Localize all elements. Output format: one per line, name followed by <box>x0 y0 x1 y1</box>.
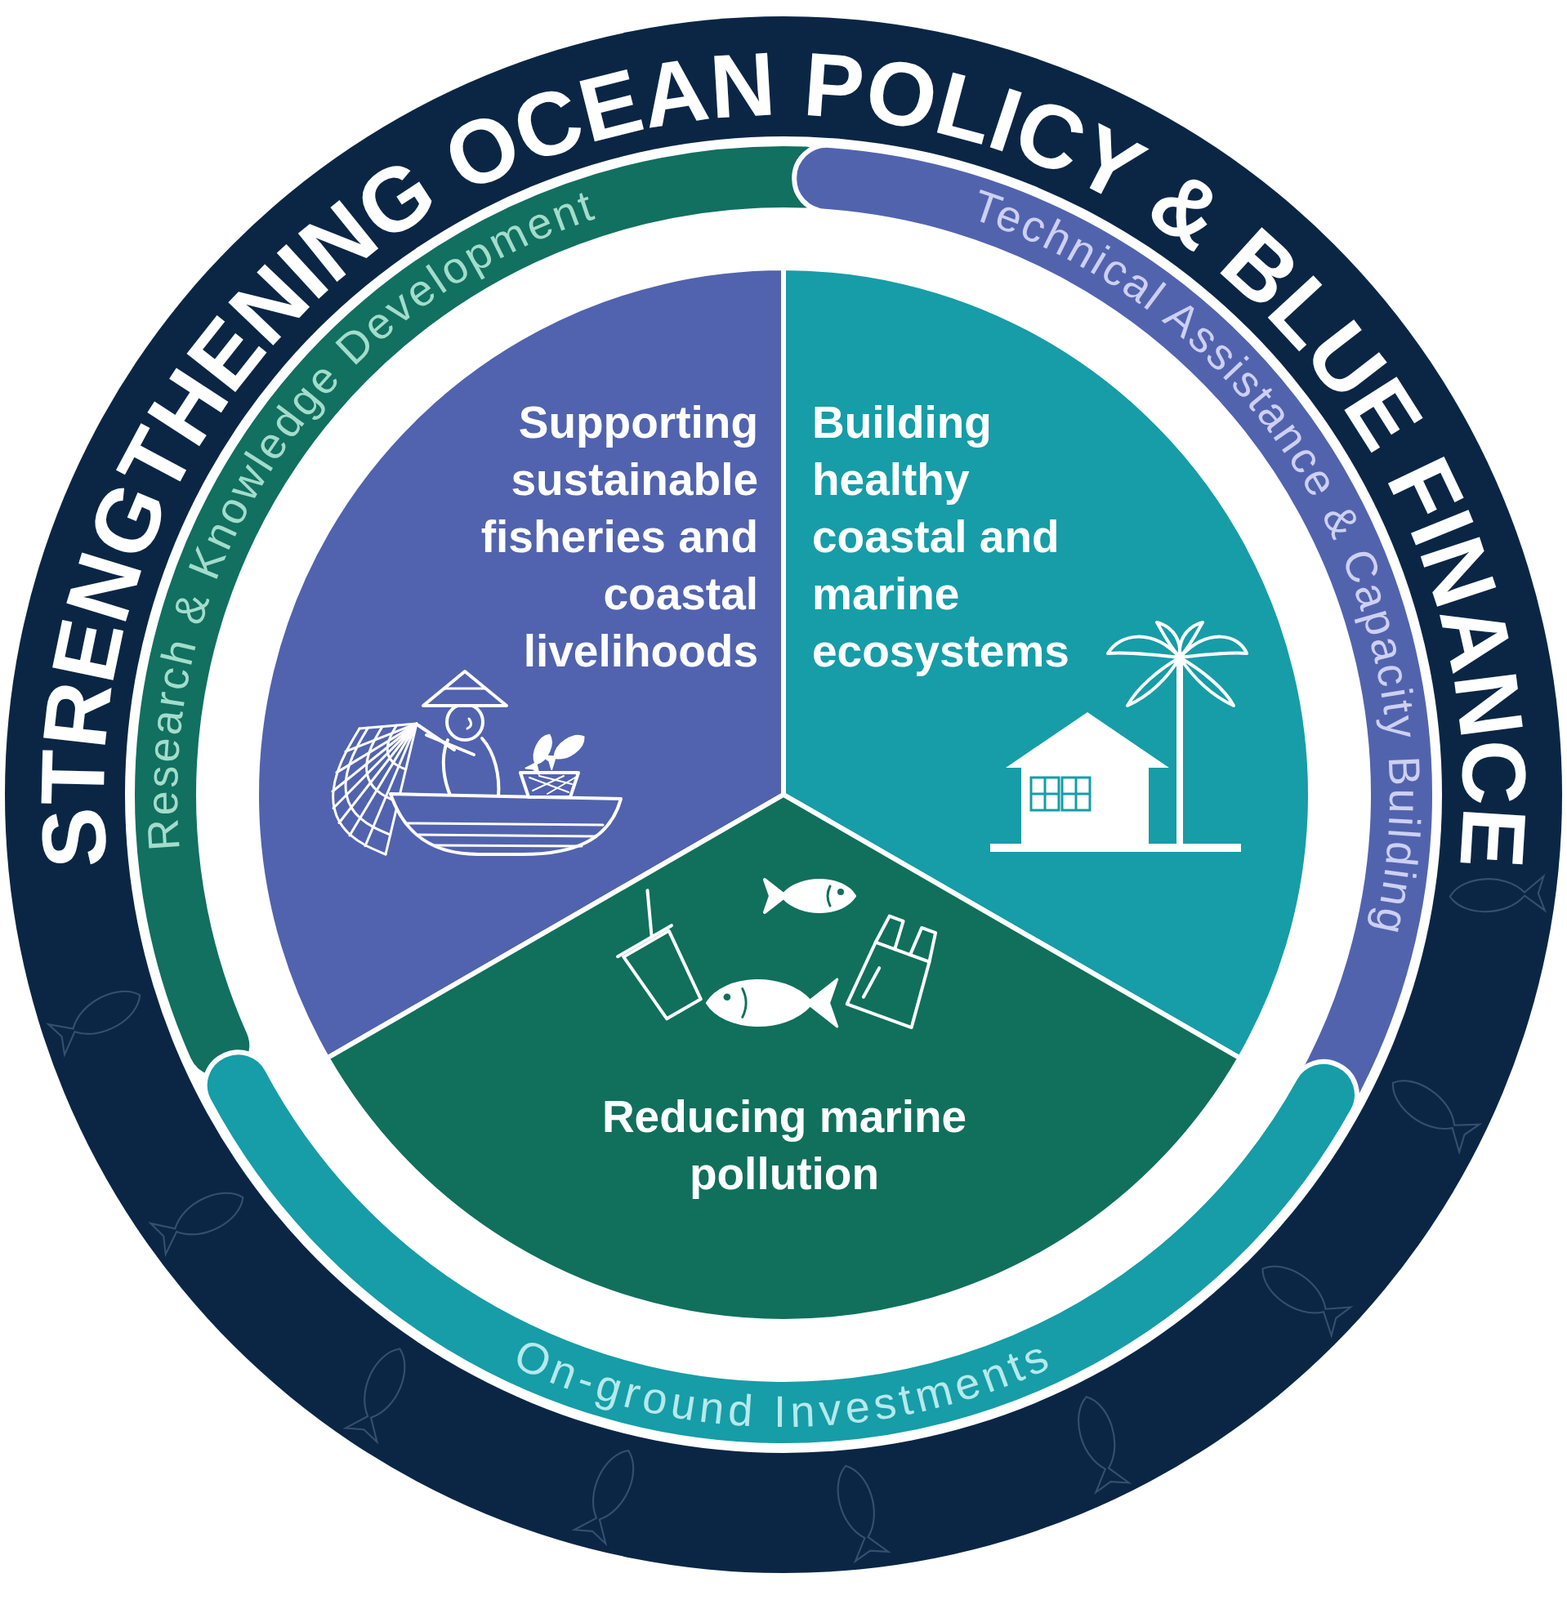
basket-fish <box>542 730 590 770</box>
fish-basket <box>520 772 579 798</box>
palm-fronds <box>1107 622 1247 706</box>
band-fill <box>205 1052 1358 1447</box>
house-palm-icon <box>990 622 1247 853</box>
window-bars <box>1031 777 1090 811</box>
bag-handles <box>875 915 940 963</box>
band-guide <box>177 214 607 858</box>
band-guide <box>960 214 1390 942</box>
fish-gill <box>742 989 746 1018</box>
sector-fill <box>783 267 1311 1059</box>
palm-leaf <box>1127 657 1180 706</box>
band-fill <box>794 145 1435 1128</box>
palm-leaf <box>1179 657 1234 706</box>
palm-leaf <box>1156 622 1180 658</box>
sector-label-box: Supporting sustainable fisheries and coa… <box>431 393 759 680</box>
sector-fill <box>326 794 1240 1322</box>
ring-fish <box>829 1461 889 1563</box>
fish-gill <box>827 886 831 907</box>
house-wall <box>1021 766 1149 848</box>
bag-body <box>847 940 935 1028</box>
fisher-head <box>446 704 483 741</box>
fish-icon <box>764 879 855 913</box>
palm-leaf <box>1179 637 1247 658</box>
palm-leaf <box>1107 637 1180 658</box>
ring-fish <box>48 980 148 1055</box>
sector-label-box: Reducing marine pollution <box>580 1088 989 1203</box>
bag-fold <box>863 966 880 1000</box>
ring-fish <box>574 1444 644 1545</box>
hat-line <box>445 687 485 691</box>
fisher-hat <box>423 671 507 706</box>
sector-label: Reducing marine pollution <box>580 1088 989 1203</box>
band-guide <box>506 1363 1062 1428</box>
net-line <box>333 728 386 855</box>
band-label: Research & Knowledge Development <box>137 179 602 853</box>
fisher-face <box>467 718 472 729</box>
band-label-text: Research & Knowledge Development <box>137 179 602 853</box>
fish-body <box>764 879 855 913</box>
fish-body <box>706 979 838 1027</box>
palm-leaf <box>1179 622 1203 658</box>
ring-fish <box>1449 876 1545 915</box>
fish-body <box>542 730 590 770</box>
fish-icon <box>706 979 838 1027</box>
house-windows <box>1031 777 1090 811</box>
ring-fish <box>1253 1254 1351 1336</box>
palm-trunk <box>1176 660 1184 847</box>
boat-stripe <box>434 845 582 847</box>
cup-lid <box>617 925 672 957</box>
pollution-icon <box>596 879 945 1028</box>
ring-fish <box>1070 1392 1130 1493</box>
ring-fish <box>345 1342 416 1443</box>
fisher-front <box>482 738 499 798</box>
fish-eye <box>837 888 844 896</box>
net-line <box>387 725 407 770</box>
fisherman-icon <box>332 671 621 855</box>
cup-straw <box>630 890 670 938</box>
net-line <box>345 727 391 835</box>
band-label: Technical Assistance & Capacity Building <box>966 179 1430 941</box>
net-line <box>366 727 399 803</box>
ring-fish <box>150 1182 251 1255</box>
boat-stripe <box>406 823 603 826</box>
fishing-net <box>332 723 417 855</box>
band-label-text: Technical Assistance & Capacity Building <box>966 179 1430 941</box>
band-label: On-ground Investments <box>507 1329 1059 1437</box>
sector-fill <box>256 267 784 1059</box>
inner-ground <box>125 136 1442 1454</box>
bag-icon <box>847 912 946 1028</box>
band-label-text: On-ground Investments <box>507 1329 1059 1437</box>
sector-label-box: Building healthy coastal and marine ecos… <box>812 393 1107 680</box>
ring-title: STRENGTHENING OCEAN POLICY & BLUE FINANC… <box>21 32 1545 871</box>
band-fill <box>132 143 838 1080</box>
sector-label: Building healthy coastal and marine ecos… <box>812 393 1107 680</box>
cup-icon <box>596 888 711 1025</box>
ring-title-path: STRENGTHENING OCEAN POLICY & BLUE FINANC… <box>21 32 1545 871</box>
sector-label: Supporting sustainable fisheries and coa… <box>431 393 759 680</box>
outer-ring <box>4 16 1563 1574</box>
ring-fish <box>1383 1069 1480 1153</box>
basket-weave <box>529 776 576 795</box>
house-roof <box>1005 712 1170 768</box>
boat-stripe <box>418 834 595 837</box>
fish-eye <box>723 993 732 1001</box>
boat-hull <box>390 794 621 855</box>
